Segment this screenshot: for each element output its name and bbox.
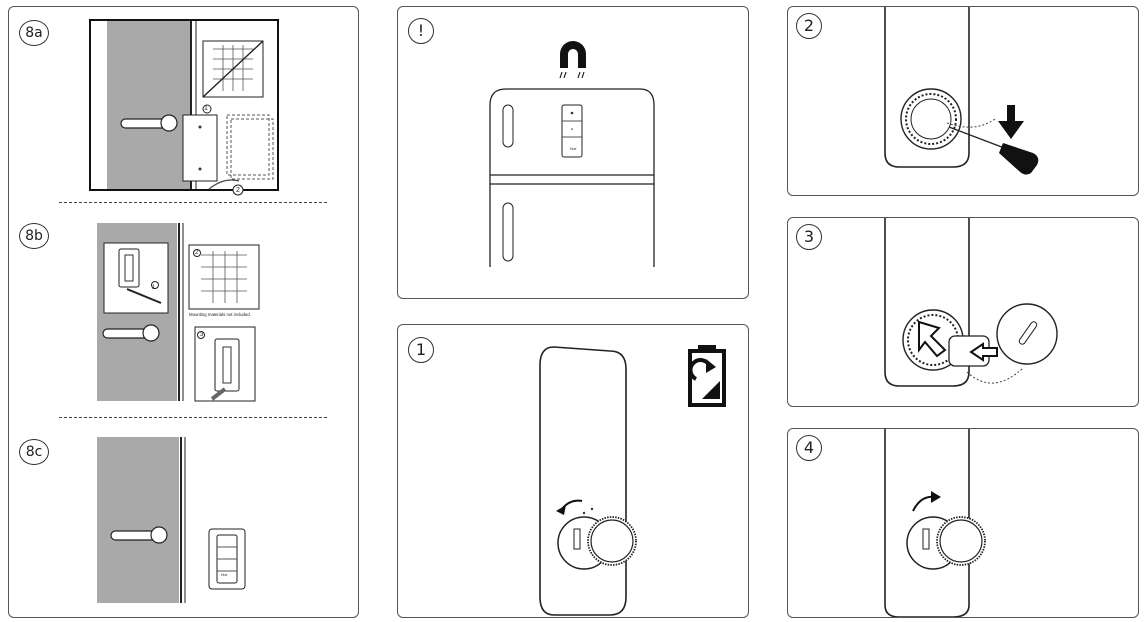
dimmer-8c-hue-label: Hue xyxy=(221,573,228,577)
battery-step-4-panel: 4 xyxy=(787,428,1139,618)
insert-battery-illustration xyxy=(884,218,1058,387)
step-2-badge: 2 xyxy=(796,13,822,39)
mounting-panel: 8a 1 2 8b xyxy=(8,6,359,618)
arrow-down-icon xyxy=(998,105,1024,139)
step-8c-illustration xyxy=(97,437,246,603)
fridge-dimmer-hue-label: Hue xyxy=(570,147,577,151)
step-8b-substep-1: 1 xyxy=(152,285,156,291)
battery-step-1-panel: 1 xyxy=(397,324,749,618)
battery-step-3-panel: 3 xyxy=(787,217,1139,407)
step-8a-substep-1: 1 xyxy=(204,105,208,112)
step-8b-substep-3: 3 xyxy=(200,332,204,338)
warning-badge: ! xyxy=(408,18,434,44)
step-8a-substep-2: 2 xyxy=(236,187,240,194)
step-8c-badge: 8c xyxy=(19,439,49,465)
step-4-badge: 4 xyxy=(796,435,822,461)
battery-step-2-panel: 2 xyxy=(787,6,1139,196)
magnet-warning-panel: ! Hue xyxy=(397,6,749,299)
step-1-badge: 1 xyxy=(408,337,434,363)
step-8a-illustration xyxy=(89,19,279,196)
arrow-down-icon xyxy=(788,7,789,8)
battery-replace-icon xyxy=(688,345,726,407)
step-8b-badge: 8b xyxy=(19,223,49,249)
step-8b-substep-2: 2 xyxy=(195,250,199,256)
open-cover-illustration xyxy=(884,7,1039,175)
step-8a-badge: 8a xyxy=(19,20,49,46)
step-8b-illustration xyxy=(97,223,260,402)
magnet-icon xyxy=(559,41,586,79)
divider-8a-8b xyxy=(59,202,327,203)
fridge-illustration xyxy=(489,88,655,267)
mounting-caption: Mounting materials not included. xyxy=(189,312,251,317)
step-3-badge: 3 xyxy=(796,224,822,250)
dimmer-remove-illustration xyxy=(539,346,637,616)
divider-8b-8c xyxy=(59,417,327,418)
reattach-dimmer-illustration xyxy=(884,429,986,617)
